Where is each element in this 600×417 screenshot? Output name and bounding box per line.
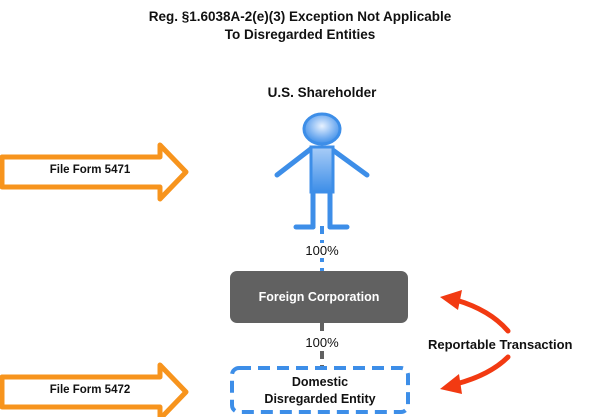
dre-label: Domestic Disregarded Entity bbox=[232, 370, 408, 412]
shareholder-label: U.S. Shareholder bbox=[267, 85, 377, 100]
foreign-corporation-label: Foreign Corporation bbox=[258, 290, 380, 304]
reportable-transaction-label: Reportable Transaction bbox=[428, 337, 598, 352]
title-line-1: Reg. §1.6038A-2(e)(3) Exception Not Appl… bbox=[148, 9, 452, 24]
title-line-2: To Disregarded Entities bbox=[224, 27, 376, 42]
form-5472-arrow bbox=[0, 362, 189, 417]
dre-label-line-1: Domestic bbox=[291, 375, 349, 389]
form-5471-label: File Form 5471 bbox=[49, 164, 131, 176]
ownership-pct-shareholder: 100% bbox=[302, 243, 342, 258]
form-5471-arrow bbox=[0, 142, 189, 202]
form-5472-label: File Form 5472 bbox=[49, 384, 131, 396]
diagram-title: Reg. §1.6038A-2(e)(3) Exception Not Appl… bbox=[0, 8, 600, 44]
ownership-pct-corp: 100% bbox=[302, 335, 342, 350]
dre-label-line-2: Disregarded Entity bbox=[264, 392, 376, 406]
person-icon bbox=[274, 112, 370, 230]
reportable-transaction-arrows bbox=[440, 290, 511, 394]
dre-box bbox=[230, 366, 410, 414]
foreign-corporation-box: Foreign Corporation bbox=[230, 271, 408, 323]
